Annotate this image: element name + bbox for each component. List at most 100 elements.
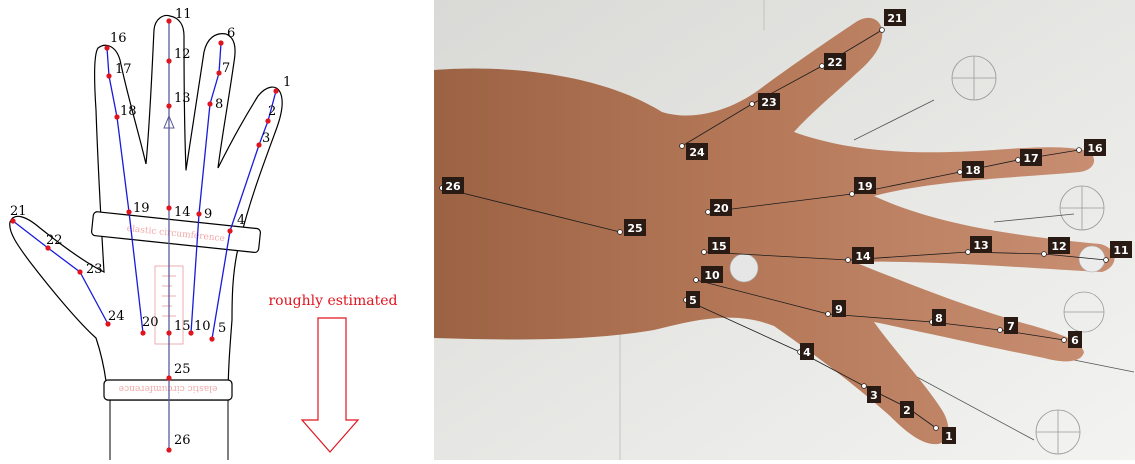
glove-diagram-svg: elastic circumference elastic circumfere… <box>0 0 430 460</box>
photo-label-text: 13 <box>973 239 988 252</box>
landmark-label-22: 22 <box>46 233 63 248</box>
landmark-label-9: 9 <box>204 207 212 222</box>
photo-label-9: 9 <box>832 300 846 317</box>
landmark-label-19: 19 <box>133 201 150 216</box>
photo-label-19: 19 <box>854 177 876 194</box>
landmark-label-21: 21 <box>10 204 27 219</box>
landmark-point-17 <box>106 73 111 78</box>
landmark-label-25: 25 <box>174 362 191 377</box>
photo-point-16 <box>1077 148 1082 153</box>
photo-label-24: 24 <box>686 143 708 160</box>
photo-label-14: 14 <box>852 247 874 264</box>
landmark-label-12: 12 <box>174 47 191 62</box>
photo-point-12 <box>1042 252 1047 257</box>
photo-label-text: 18 <box>965 164 980 177</box>
landmark-label-24: 24 <box>108 309 125 324</box>
photo-label-16: 16 <box>1084 139 1106 156</box>
landmark-label-13: 13 <box>174 91 191 106</box>
photo-point-21 <box>880 28 885 33</box>
photo-label-1: 1 <box>942 427 956 444</box>
photo-label-text: 14 <box>855 250 871 263</box>
hole-marker <box>730 254 758 282</box>
photo-label-text: 8 <box>935 312 943 325</box>
photo-label-17: 17 <box>1020 149 1042 166</box>
photo-point-3 <box>862 384 867 389</box>
landmark-point-5 <box>209 336 214 341</box>
photo-label-25: 25 <box>624 219 646 236</box>
landmark-label-2: 2 <box>268 104 276 119</box>
photo-point-7 <box>998 328 1003 333</box>
hand-photo: 1234567891011121314151617181920212223242… <box>434 0 1135 460</box>
photo-label-text: 21 <box>887 12 902 25</box>
photo-label-26: 26 <box>442 177 464 194</box>
photo-label-11: 11 <box>1110 241 1132 258</box>
landmark-label-7: 7 <box>222 61 230 76</box>
photo-label-text: 17 <box>1023 152 1038 165</box>
landmark-label-18: 18 <box>120 104 137 119</box>
landmark-point-11 <box>166 18 171 23</box>
photo-label-text: 3 <box>870 389 878 402</box>
landmark-point-20 <box>140 330 145 335</box>
landmark-point-13 <box>166 103 171 108</box>
photo-label-15: 15 <box>708 237 730 254</box>
photo-label-13: 13 <box>970 236 992 253</box>
measurement-segment <box>199 104 210 214</box>
photo-label-text: 4 <box>803 346 811 359</box>
photo-point-15 <box>702 250 707 255</box>
photo-label-6: 6 <box>1068 331 1082 348</box>
hand-photo-svg: 1234567891011121314151617181920212223242… <box>434 0 1135 460</box>
photo-point-9 <box>826 312 831 317</box>
landmark-label-14: 14 <box>174 205 191 220</box>
photo-point-24 <box>680 144 685 149</box>
photo-point-18 <box>958 170 963 175</box>
photo-label-text: 15 <box>711 240 726 253</box>
photo-label-text: 20 <box>713 202 729 215</box>
landmark-point-19 <box>126 209 131 214</box>
landmark-point-21 <box>10 218 15 223</box>
photo-point-13 <box>966 250 971 255</box>
photo-point-19 <box>850 192 855 197</box>
photo-point-14 <box>846 258 851 263</box>
photo-point-10 <box>694 278 699 283</box>
landmark-label-5: 5 <box>218 321 226 336</box>
landmark-point-23 <box>77 269 82 274</box>
landmark-label-23: 23 <box>86 262 103 277</box>
photo-label-text: 1 <box>945 430 953 443</box>
photo-label-12: 12 <box>1048 237 1070 254</box>
photo-point-20 <box>706 210 711 215</box>
landmark-point-25 <box>166 375 171 380</box>
landmark-point-14 <box>166 205 171 210</box>
landmark-label-20: 20 <box>142 315 159 330</box>
photo-label-10: 10 <box>701 266 723 283</box>
photo-label-7: 7 <box>1004 317 1018 334</box>
photo-label-text: 22 <box>827 56 842 69</box>
landmark-point-8 <box>207 101 212 106</box>
photo-label-text: 5 <box>689 294 697 307</box>
photo-label-4: 4 <box>800 343 814 360</box>
down-arrow-icon <box>302 318 358 452</box>
landmark-label-3: 3 <box>262 131 270 146</box>
measurement-segment <box>107 48 109 76</box>
photo-label-23: 23 <box>758 93 780 110</box>
landmark-point-6 <box>218 40 223 45</box>
photo-label-22: 22 <box>824 53 846 70</box>
photo-label-2: 2 <box>900 401 914 418</box>
landmark-label-8: 8 <box>215 97 223 112</box>
photo-label-text: 19 <box>857 180 872 193</box>
photo-point-22 <box>820 64 825 69</box>
photo-label-8: 8 <box>932 309 946 326</box>
lower-elastic-band: elastic circumference <box>104 380 232 400</box>
landmark-label-26: 26 <box>174 433 191 448</box>
landmark-point-15 <box>166 330 171 335</box>
landmark-label-1: 1 <box>283 75 291 90</box>
photo-label-text: 16 <box>1087 142 1103 155</box>
photo-label-text: 23 <box>761 96 776 109</box>
photo-point-17 <box>1016 158 1021 163</box>
landmark-label-6: 6 <box>227 26 235 41</box>
landmark-label-11: 11 <box>175 7 192 22</box>
photo-label-18: 18 <box>962 161 984 178</box>
photo-label-text: 12 <box>1051 240 1066 253</box>
landmark-label-10: 10 <box>194 319 211 334</box>
photo-label-text: 25 <box>627 222 642 235</box>
photo-point-6 <box>1062 338 1067 343</box>
